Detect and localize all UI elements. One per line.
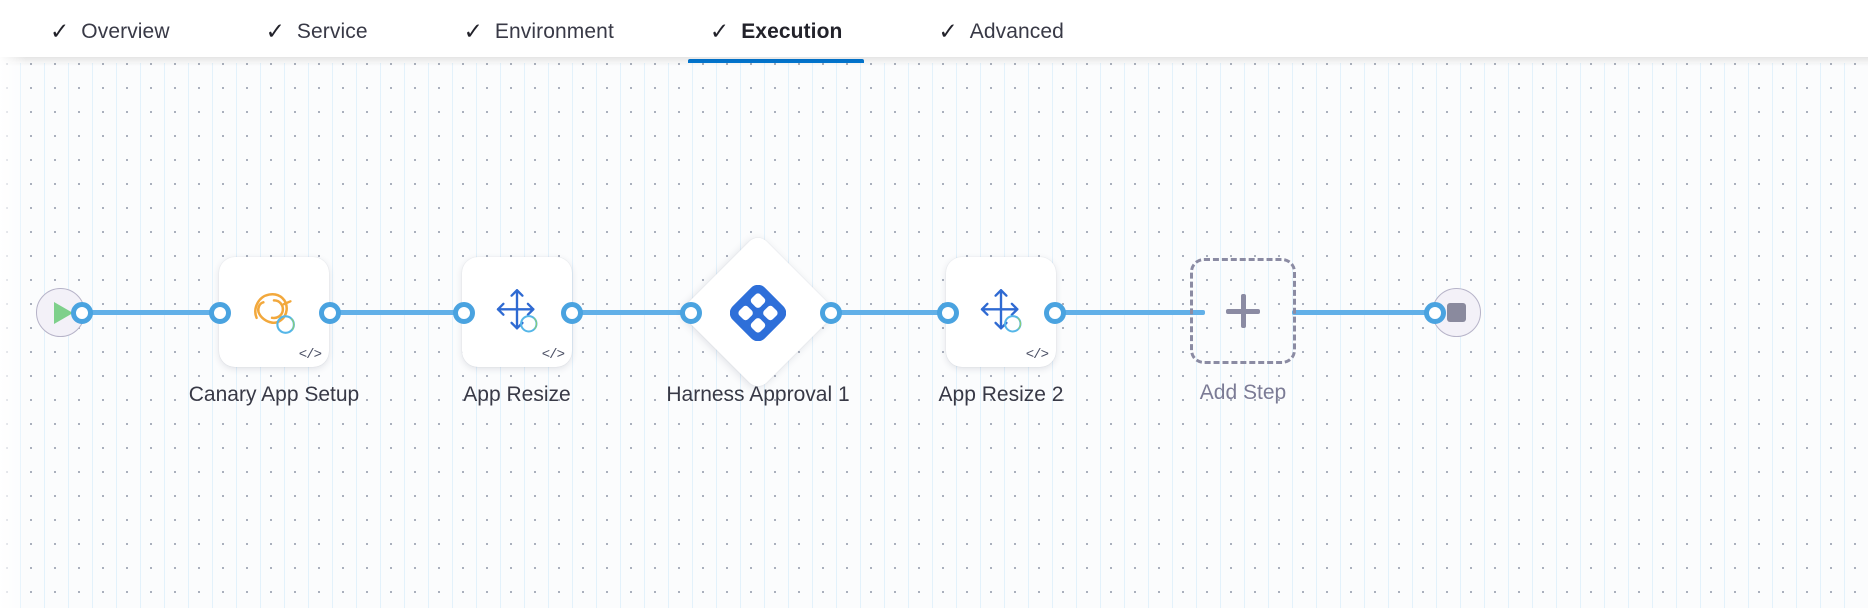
node-app-resize[interactable]: </>: [462, 257, 572, 367]
tab-environment[interactable]: ✓ Environment: [442, 0, 636, 63]
wizard-tab-bar: ✓ Overview ✓ Service ✓ Environment ✓ Exe…: [0, 0, 1868, 63]
code-icon: </>: [298, 347, 322, 363]
node-label-app-resize-2: App Resize 2: [938, 383, 1064, 406]
tab-overview-label: Overview: [81, 19, 170, 43]
check-icon: ✓: [463, 18, 483, 44]
connector-dot[interactable]: [561, 302, 583, 324]
connector-canary-to-resize: [330, 310, 485, 315]
code-icon: </>: [1025, 347, 1049, 363]
connector-dot[interactable]: [453, 302, 475, 324]
tab-environment-label: Environment: [494, 19, 614, 43]
connector-dot[interactable]: [820, 302, 842, 324]
node-canary-app-setup[interactable]: </>: [219, 257, 329, 367]
tab-service[interactable]: ✓ Service: [244, 0, 390, 63]
tab-service-label: Service: [296, 19, 368, 43]
connector-dot[interactable]: [319, 302, 341, 324]
harness-logo-icon: [729, 284, 787, 342]
check-icon: ✓: [938, 18, 958, 44]
connector-dot[interactable]: [1424, 302, 1446, 324]
node-app-resize-2[interactable]: </>: [946, 257, 1056, 367]
node-label-harness-approval-1: Harness Approval 1: [666, 383, 850, 406]
tab-execution[interactable]: ✓ Execution: [687, 0, 865, 63]
connector-addstep-to-end: [1292, 310, 1452, 315]
tab-advanced[interactable]: ✓ Advanced: [916, 0, 1085, 63]
tab-overview[interactable]: ✓ Overview: [28, 0, 192, 63]
stop-icon: [1447, 303, 1466, 322]
connector-approval-to-resize2: [828, 310, 968, 315]
connector-resize2-to-addstep: [1055, 310, 1205, 315]
canary-bird-icon: [219, 257, 329, 367]
play-icon: [53, 301, 73, 324]
node-label-canary-app-setup: Canary App Setup: [188, 383, 360, 406]
pipeline-canvas[interactable]: </> Canary App Setup </> App Resize: [0, 57, 1868, 608]
check-icon: ✓: [50, 18, 70, 44]
resize-arrows-icon: [462, 257, 572, 367]
code-icon: </>: [541, 347, 565, 363]
check-icon: ✓: [265, 18, 285, 44]
connector-dot[interactable]: [937, 302, 959, 324]
tab-execution-label: Execution: [741, 19, 843, 43]
connector-resize-to-approval: [572, 310, 714, 315]
node-label-app-resize: App Resize: [463, 383, 571, 406]
plus-icon: [1240, 294, 1246, 328]
tab-advanced-label: Advanced: [969, 19, 1064, 43]
add-step-button[interactable]: [1190, 258, 1296, 364]
connector-dot[interactable]: [1044, 302, 1066, 324]
connector-start-to-canary: [80, 310, 240, 315]
connector-dot[interactable]: [680, 302, 702, 324]
connector-dot[interactable]: [71, 302, 93, 324]
node-label-add-step: Add Step: [1199, 381, 1287, 404]
resize-arrows-icon: [946, 257, 1056, 367]
check-icon: ✓: [709, 18, 730, 44]
connector-dot[interactable]: [209, 302, 231, 324]
end-node[interactable]: [1432, 288, 1481, 337]
pipeline-flow: </> Canary App Setup </> App Resize: [0, 57, 1868, 608]
